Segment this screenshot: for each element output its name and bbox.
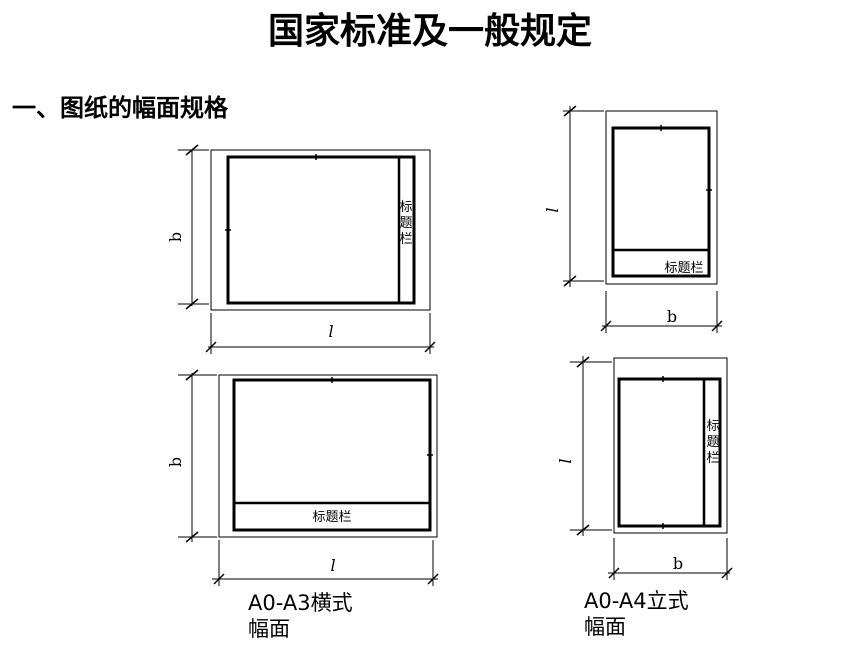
page-title: 国家标准及一般规定 [267, 10, 592, 52]
dimension-label-b: b [166, 232, 185, 242]
sheet-outer-border [613, 357, 728, 534]
title-block-label-char: 栏 [399, 232, 412, 247]
dimension-tick [563, 105, 577, 117]
dimension-tick [185, 369, 199, 381]
vertical-sheet-right-titleblock: 标 题 栏 l b [556, 356, 733, 580]
drawing-frame [617, 377, 722, 528]
horizontal-sheet-right-titleblock: 标 题 栏 b l [166, 144, 436, 354]
dimension-label-l: l [556, 458, 575, 463]
title-block-label: 标题栏 [312, 510, 351, 525]
dimension-tick [185, 531, 199, 543]
caption-vertical-line1: A0-A4立式 [584, 589, 689, 613]
title-block-label-char: 标 [399, 200, 412, 215]
sheet-outer-border [210, 149, 431, 311]
caption-vertical: A0-A4立式 幅面 [584, 588, 689, 640]
sheet-outer-border [605, 110, 718, 285]
horizontal-sheet-bottom-titleblock: 标题栏 b l [166, 369, 439, 586]
dimension-label-l: l [328, 322, 333, 341]
caption-horizontal-line2: 幅面 [248, 617, 290, 641]
drawing-frame [226, 155, 416, 305]
drawing-frame [232, 378, 432, 532]
dimension-tick [563, 275, 577, 287]
section-heading: 一、图纸的幅面规格 [12, 94, 228, 122]
dimension-tick [427, 573, 439, 585]
title-block-label-char: 题 [706, 435, 719, 450]
dimension-tick [576, 524, 590, 536]
title-block-label-char: 题 [399, 216, 412, 231]
caption-vertical-line2: 幅面 [584, 615, 626, 639]
dimension-label-l: l [543, 207, 562, 212]
dimension-tick [213, 573, 225, 585]
dimension-label-l: l [330, 556, 335, 575]
dimension-label-b: b [166, 457, 185, 467]
dimension-tick [721, 567, 733, 579]
dimension-tick [576, 356, 590, 368]
title-block-label: 标题栏 [664, 261, 703, 276]
dimension-tick [424, 341, 436, 353]
caption-horizontal: A0-A3横式 幅面 [248, 590, 353, 642]
drawing-frame [611, 126, 711, 278]
dimension-label-b: b [667, 307, 677, 326]
dimension-tick [185, 298, 199, 310]
dimension-tick [205, 341, 217, 353]
dimension-tick [185, 144, 199, 156]
dimension-tick [608, 567, 620, 579]
dimension-tick [711, 320, 723, 332]
vertical-sheet-bottom-titleblock: 标题栏 l b [543, 105, 723, 333]
dimension-label-b: b [673, 554, 683, 573]
title-block-label-char: 栏 [706, 451, 719, 466]
caption-horizontal-line1: A0-A3横式 [248, 591, 353, 615]
title-block-label-char: 标 [706, 419, 719, 434]
sheet-outer-border [218, 374, 438, 538]
dimension-tick [600, 320, 612, 332]
